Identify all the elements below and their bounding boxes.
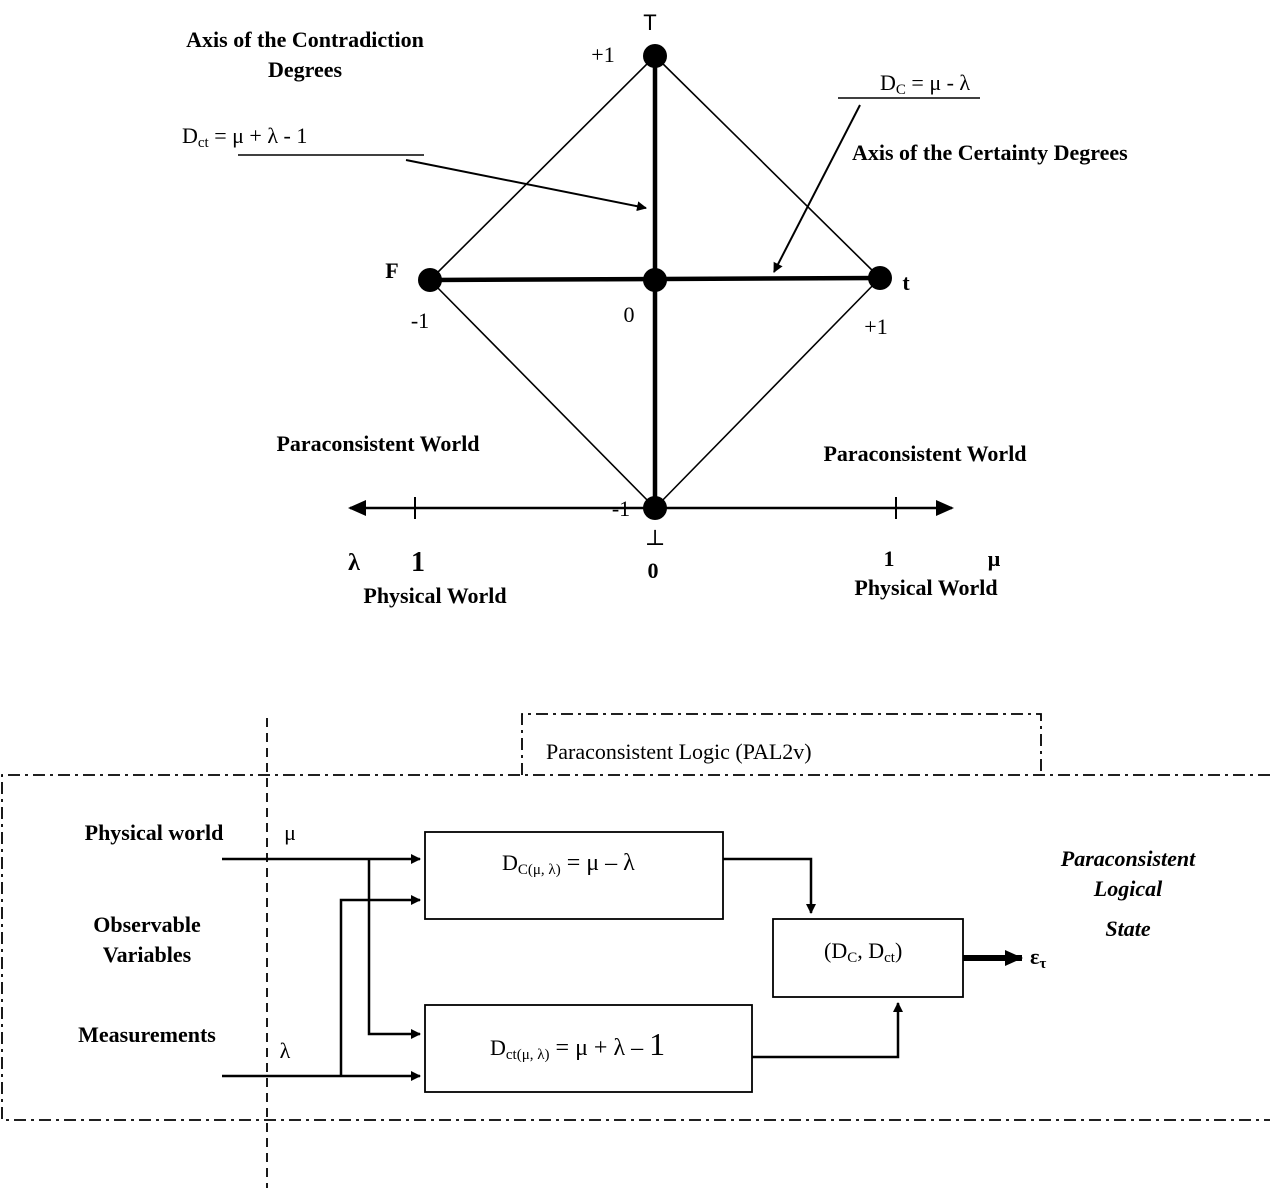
observable-variables-line2: Variables [103,942,192,967]
dct-box-one: 1 [649,1026,665,1062]
formula-dct: Dct = μ + λ - 1 [182,123,307,151]
dc-box-main: D [502,850,518,875]
dc-to-state-wire [723,857,816,914]
observable-variables-line1: Observable [93,912,201,937]
vertex-left-label: F [385,258,398,283]
axis-contradiction-title-line2: Degrees [268,57,343,82]
vertex-right-node [868,266,892,290]
dct-box [424,1004,753,1093]
formula-dc: DC = μ - λ [880,70,970,98]
physical-world-left: Physical World [363,583,506,608]
state-box-formula: (DC, Dct) [824,938,902,966]
state-label-line3: State [1105,916,1150,941]
dc-pointer-arrow [773,104,861,273]
output-epsilon-main: ε [1030,944,1039,969]
tick-left-label: -1 [411,308,429,333]
dct-to-state-wire [752,1002,903,1059]
dct-box-sub: ct(μ, λ) [506,1047,550,1063]
lattice-diagram: T F t ⊥ +1 -1 0 +1 -1 Axis of the Contra… [182,10,1128,608]
vertex-top-node [643,44,667,68]
dc-box-rest: = μ – λ [561,850,635,876]
edge-top-right [654,55,881,279]
formula-dc-rest: = μ - λ [906,70,971,95]
tick-right-label: +1 [864,314,887,339]
lambda-input-label: λ [280,1038,291,1063]
physical-world-input-label: Physical world [85,820,224,845]
physical-world-right: Physical World [854,575,997,600]
state-box-open: (D [824,938,847,963]
edge-top-left [429,55,656,281]
mu-one-label: 1 [884,546,895,571]
mu-to-dct-wire [367,859,421,1039]
axis-contradiction-title-line1: Axis of the Contradiction [186,27,424,52]
state-label-line1: Paraconsistent [1060,846,1196,871]
vertex-left-node [418,268,442,292]
lambda-axis-label: λ [348,550,360,576]
dct-box-formula: Dct(μ, λ) = μ + λ – 1 [490,1026,665,1063]
vertex-bottom-node [643,496,667,520]
axis-certainty-title: Axis of the Certainty Degrees [852,140,1128,165]
pal2v-frame [521,713,1042,775]
formula-dc-main: D [880,70,896,95]
tick-top-label: +1 [591,42,614,67]
output-epsilon-sub: τ [1039,956,1046,972]
dct-box-main: D [490,1035,506,1060]
formula-dct-rest: = μ + λ - 1 [209,123,308,148]
tick-center-label: 0 [624,302,635,327]
physical-axis-arrow-left [348,500,366,516]
vertex-top-label: T [643,10,656,35]
lambda-one-label: 1 [411,547,425,578]
state-box-sub1: C [847,950,857,966]
vertex-center-node [643,268,667,292]
formula-dc-sub: C [896,82,906,98]
tick-bottom-label: -1 [612,496,630,521]
vertex-right-label: t [902,270,910,295]
mu-input-label: μ [284,820,296,845]
measurements-label: Measurements [78,1022,216,1047]
dct-box-rest: = μ + λ – [550,1035,650,1061]
state-label-line2: Logical [1093,876,1163,901]
paraconsistent-world-left: Paraconsistent World [276,431,479,456]
dct-pointer-arrow [405,159,647,212]
origin-zero-label: 0 [648,558,659,583]
state-box-mid: , D [857,938,884,963]
dc-box [424,831,724,920]
outer-frame [1,774,1270,1121]
edge-bottom-left [429,279,656,509]
paraconsistent-world-right: Paraconsistent World [823,441,1026,466]
state-box-sub2: ct [884,950,896,966]
mu-axis-label: μ [988,546,1001,571]
edge-bottom-right [654,277,881,509]
dc-box-formula: DC(μ, λ) = μ – λ [502,850,635,878]
pal2v-title: Paraconsistent Logic (PAL2v) [546,739,812,764]
formula-dct-main: D [182,123,198,148]
output-epsilon: ετ [1030,944,1046,972]
state-box-close: ) [895,938,902,963]
dc-box-sub: C(μ, λ) [518,862,561,878]
block-diagram: Paraconsistent Logic (PAL2v) Physical wo… [1,713,1270,1188]
physical-axis-arrow-right [936,500,954,516]
formula-dct-sub: ct [198,135,210,151]
vertex-bottom-label: ⊥ [645,525,666,550]
lambda-to-dc-wire [339,895,421,1076]
state-box [772,918,964,998]
